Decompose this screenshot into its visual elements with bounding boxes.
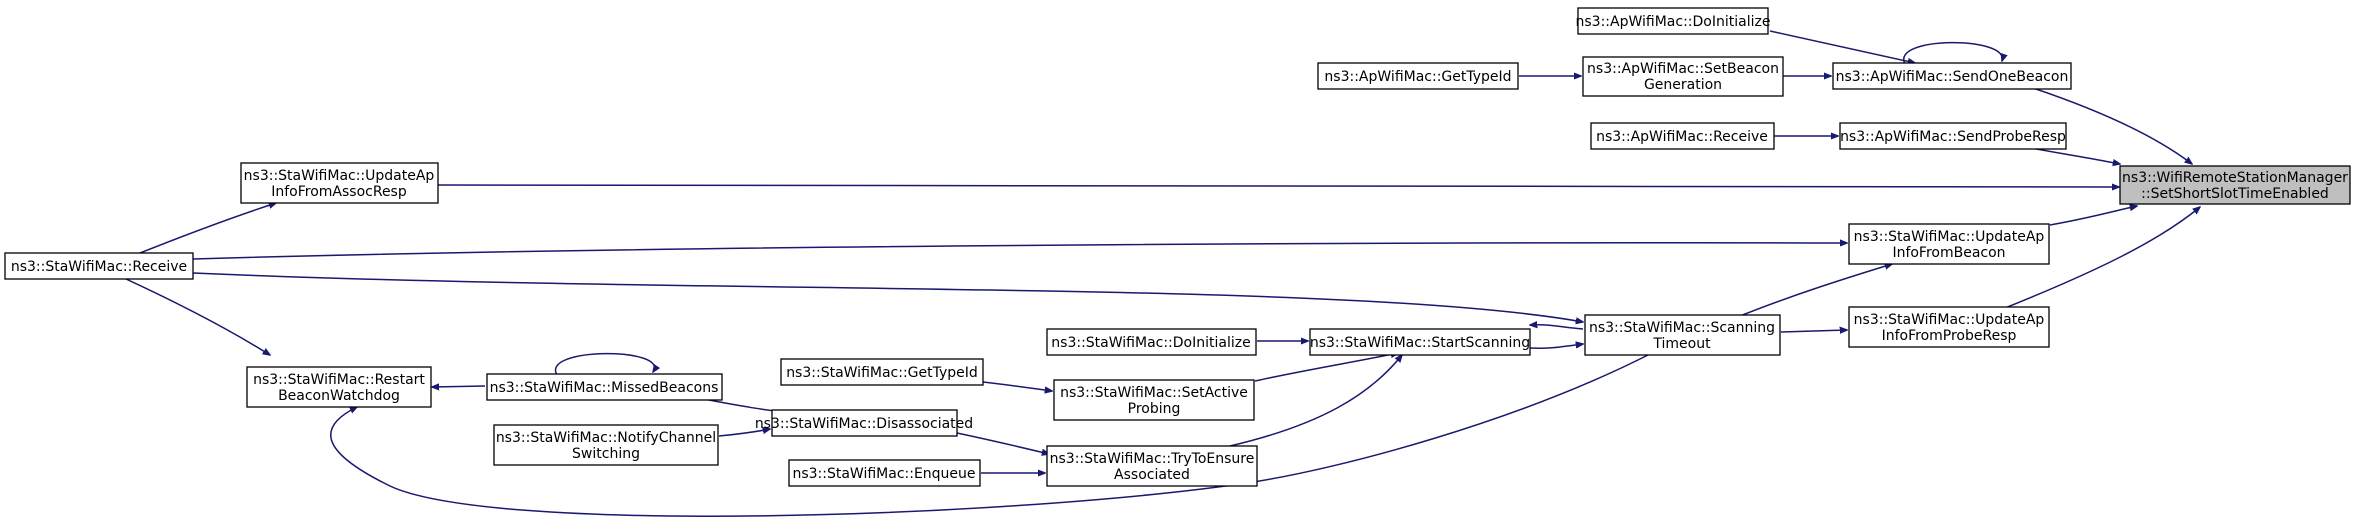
edge-stagettypeid-to-setactive	[982, 381, 1052, 391]
edge-tryensure-to-startscan	[1229, 355, 1402, 447]
node-label-line-2: Timeout	[1652, 336, 1711, 352]
node-sta-wifi-mac-update-ap-info-from-probe-resp[interactable]: ns3::StaWifiMac::UpdateAp InfoFromProbeR…	[1848, 306, 2050, 348]
node-label: ns3::ApWifiMac::GetTypeId	[1324, 69, 1511, 85]
edge-updateprobe-to-root	[1999, 207, 2200, 311]
node-label-line-1: ns3::StaWifiMac::UpdateAp	[244, 168, 435, 184]
node-label-line-1: ns3::StaWifiMac::Scanning	[1589, 320, 1775, 336]
edge-scantimeout-to-restartwatch	[329, 353, 1651, 517]
node-label: ns3::ApWifiMac::DoInitialize	[1576, 14, 1771, 30]
node-label: ns3::StaWifiMac::Enqueue	[792, 466, 975, 482]
node-ap-wifi-mac-get-type-id[interactable]: ns3::ApWifiMac::GetTypeId	[1317, 62, 1519, 90]
node-label-line-1: ns3::StaWifiMac::UpdateAp	[1854, 312, 2045, 328]
node-label: ns3::StaWifiMac::DoInitialize	[1051, 335, 1250, 351]
node-label-line-1: ns3::StaWifiMac::TryToEnsure	[1050, 451, 1255, 467]
node-sta-wifi-mac-do-initialize[interactable]: ns3::StaWifiMac::DoInitialize	[1046, 328, 1257, 356]
edge-updateassoc-to-root	[437, 185, 2119, 187]
edge-startscan-to-scantimeout	[1529, 344, 1583, 349]
node-label-line-2: Generation	[1644, 77, 1722, 93]
edge-stareceive-to-scantimeout	[192, 272, 1583, 322]
node-label-line-2: Switching	[572, 446, 640, 462]
node-label-line-2: Probing	[1128, 401, 1181, 417]
node-ap-wifi-mac-send-one-beacon[interactable]: ns3::ApWifiMac::SendOneBeacon	[1832, 62, 2072, 90]
edge-scantimeout-to-updatebeacon	[1739, 264, 1892, 317]
node-label-line-1: ns3::StaWifiMac::UpdateAp	[1854, 229, 2045, 245]
node-sta-wifi-mac-start-scanning[interactable]: ns3::StaWifiMac::StartScanning	[1309, 328, 1531, 356]
node-sta-wifi-mac-receive[interactable]: ns3::StaWifiMac::Receive	[4, 252, 194, 280]
node-sta-wifi-mac-get-type-id[interactable]: ns3::StaWifiMac::GetTypeId	[780, 358, 984, 386]
node-sta-wifi-mac-restart-beacon-watchdog[interactable]: ns3::StaWifiMac::Restart BeaconWatchdog	[246, 366, 432, 408]
node-label: ns3::StaWifiMac::Disassociated	[755, 416, 973, 432]
node-label-line-2: InfoFromAssocResp	[271, 184, 407, 200]
node-ap-wifi-mac-set-beacon-generation[interactable]: ns3::ApWifiMac::SetBeacon Generation	[1582, 56, 1784, 97]
edge-missedbeacons-to-restartwatch	[432, 386, 486, 387]
node-label-line-1: ns3::StaWifiMac::Restart	[253, 372, 425, 388]
edge-missedbeacons-self	[554, 352, 654, 376]
node-sta-wifi-mac-try-to-ensure-associated[interactable]: ns3::StaWifiMac::TryToEnsure Associated	[1046, 445, 1258, 487]
node-sta-wifi-mac-disassociated[interactable]: ns3::StaWifiMac::Disassociated	[755, 409, 973, 437]
node-label-line-2: Associated	[1114, 467, 1190, 483]
node-label: ns3::StaWifiMac::GetTypeId	[786, 365, 978, 381]
edge-stareceive-to-restartwatch	[125, 278, 270, 355]
node-label: ns3::ApWifiMac::Receive	[1596, 129, 1768, 145]
node-sta-wifi-mac-scanning-timeout[interactable]: ns3::StaWifiMac::Scanning Timeout	[1584, 314, 1781, 356]
node-label: ns3::ApWifiMac::SendOneBeacon	[1836, 69, 2069, 85]
edge-apdoinit-to-sendonebeacon	[1769, 30, 1915, 63]
node-label-line-2: InfoFromBeacon	[1892, 245, 2005, 261]
edge-sendonebeacon-self	[1903, 41, 2003, 65]
node-label: ns3::ApWifiMac::SendProbeResp	[1840, 129, 2066, 145]
node-sta-wifi-mac-set-active-probing[interactable]: ns3::StaWifiMac::SetActive Probing	[1053, 379, 1255, 421]
edge-scantimeout-to-startscan	[1530, 325, 1584, 330]
node-ap-wifi-mac-receive[interactable]: ns3::ApWifiMac::Receive	[1590, 122, 1775, 150]
edge-stareceive-to-updatebeacon	[192, 243, 1847, 260]
node-sta-wifi-mac-notify-channel-switching[interactable]: ns3::StaWifiMac::NotifyChannel Switching	[493, 424, 719, 466]
nodes: ns3::WifiRemoteStationManager ::SetShort…	[4, 7, 2351, 487]
node-label-line-1: ns3::StaWifiMac::NotifyChannel	[496, 430, 716, 446]
node-label-line-2: InfoFromProbeResp	[1882, 328, 2017, 344]
node-label-line-1: ns3::ApWifiMac::SetBeacon	[1587, 61, 1779, 77]
node-label: ns3::StaWifiMac::Receive	[11, 259, 187, 275]
node-sta-wifi-mac-update-ap-info-from-assoc-resp[interactable]: ns3::StaWifiMac::UpdateAp InfoFromAssocR…	[240, 162, 439, 204]
node-label: ns3::StaWifiMac::MissedBeacons	[490, 380, 719, 396]
edge-disassoc-to-tryensure	[956, 432, 1049, 454]
edge-updatebeacon-to-root	[2049, 206, 2137, 226]
node-sta-wifi-mac-missed-beacons[interactable]: ns3::StaWifiMac::MissedBeacons	[486, 373, 723, 401]
node-ap-wifi-mac-send-probe-resp[interactable]: ns3::ApWifiMac::SendProbeResp	[1839, 122, 2067, 150]
node-sta-wifi-mac-update-ap-info-from-beacon[interactable]: ns3::StaWifiMac::UpdateAp InfoFromBeacon	[1848, 223, 2050, 265]
node-sta-wifi-mac-enqueue[interactable]: ns3::StaWifiMac::Enqueue	[788, 459, 981, 487]
edge-notifychan-to-disassoc	[718, 429, 770, 437]
edge-sendonebeacon-to-root	[2029, 86, 2192, 164]
edge-stareceive-to-updateassoc	[134, 203, 276, 256]
node-label-line-1: ns3::StaWifiMac::SetActive	[1060, 385, 1248, 401]
node-ap-wifi-mac-do-initialize[interactable]: ns3::ApWifiMac::DoInitialize	[1576, 7, 1771, 35]
edges	[125, 30, 2200, 517]
edge-setactive-to-startscan	[1254, 353, 1398, 382]
node-label-line-2: BeaconWatchdog	[278, 388, 400, 404]
node-label-line-1: ns3::WifiRemoteStationManager	[2122, 170, 2348, 186]
node-label-line-2: ::SetShortSlotTimeEnabled	[2141, 186, 2329, 202]
edge-scantimeout-to-updateprobe	[1780, 330, 1847, 332]
node-label: ns3::StaWifiMac::StartScanning	[1310, 335, 1530, 351]
node-wifi-remote-station-manager-set-short-slot-time-enabled[interactable]: ns3::WifiRemoteStationManager ::SetShort…	[2119, 165, 2351, 205]
